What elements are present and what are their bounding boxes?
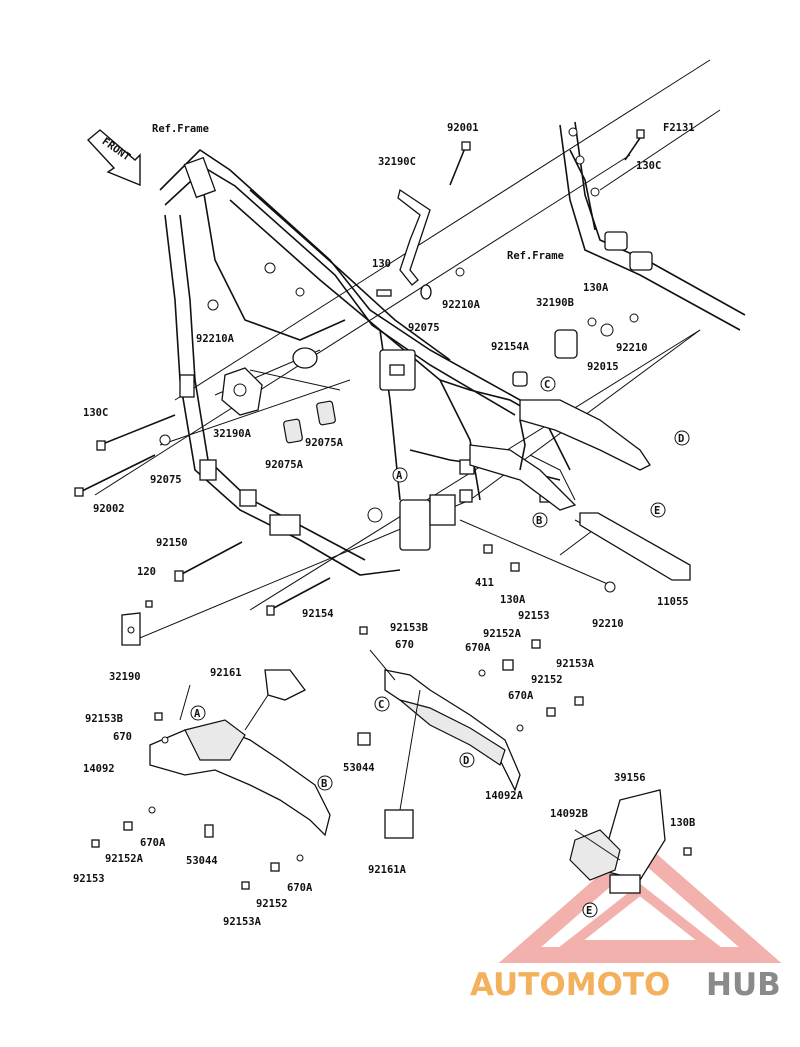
part-32190A: 32190A: [213, 428, 252, 440]
part-92154: 92154: [302, 608, 334, 620]
part-92075A-1: 92075A: [305, 437, 344, 449]
ref-e-bracket: E: [586, 905, 592, 917]
part-11055: 11055: [657, 596, 689, 608]
part-670A-right-2: 670A: [508, 690, 534, 702]
part-92210-mid: 92210: [592, 618, 624, 630]
ref-d-cover: D: [463, 755, 469, 767]
part-670A-right-1: 670A: [465, 642, 491, 654]
ref-a-frame: A: [396, 470, 403, 482]
part-32190B: 32190B: [536, 297, 574, 309]
part-92153-left: 92153: [73, 873, 105, 885]
watermark-logo: [498, 839, 782, 963]
watermark-part2: HUB: [706, 967, 781, 1003]
part-120: 120: [137, 566, 156, 578]
part-670A-left: 670A: [140, 837, 166, 849]
part-92015: 92015: [587, 361, 619, 373]
part-670A-left-2: 670A: [287, 882, 313, 894]
ref-frame-label-left: Ref.Frame: [152, 123, 209, 135]
part-92152A-left: 92152A: [105, 853, 144, 865]
cover-14092: [91, 669, 331, 890]
ref-e-frame: E: [654, 505, 660, 517]
part-53044-left: 53044: [186, 855, 218, 867]
part-92210-top: 92210: [616, 342, 648, 354]
part-130C-top: 130C: [636, 160, 661, 172]
part-32190C: 32190C: [378, 156, 416, 168]
part-92210A-left: 92210A: [196, 333, 235, 345]
part-670-left: 670: [113, 731, 132, 743]
part-92075: 92075: [408, 322, 440, 334]
ref-c-cover: C: [378, 699, 384, 711]
part-130A-top: 130A: [583, 282, 609, 294]
part-411: 411: [475, 577, 494, 589]
part-92161A: 92161A: [368, 864, 407, 876]
cover-14092A: [357, 626, 584, 839]
part-14092: 14092: [83, 763, 115, 775]
bracket-11055: [579, 512, 691, 581]
part-92210A-top: 92210A: [442, 299, 481, 311]
part-92161: 92161: [210, 667, 242, 679]
motorcycle-frame: [159, 148, 571, 576]
ref-frame-label-right: Ref.Frame: [507, 250, 564, 262]
part-53044-right: 53044: [343, 762, 375, 774]
ref-b-cover: B: [321, 778, 327, 790]
part-92002: 92002: [93, 503, 125, 515]
watermark-part1: AUTOMOTO: [470, 967, 670, 1003]
part-130C-left: 130C: [83, 407, 108, 419]
ref-b-frame: B: [536, 515, 542, 527]
part-92152A-right: 92152A: [483, 628, 522, 640]
part-39156: 39156: [614, 772, 646, 784]
ref-a-cover: A: [194, 708, 201, 720]
reference-markers: A B C D E A B C D E: [190, 376, 690, 918]
part-labels: F2131 Ref.Frame Ref.Frame 92001 32190C 1…: [73, 122, 695, 928]
part-92001: 92001: [447, 122, 479, 134]
part-670-right: 670: [395, 639, 414, 651]
swing-arm: [469, 399, 651, 511]
part-130B: 130B: [670, 817, 695, 829]
ref-frame-rear: [559, 109, 746, 331]
fasteners-upper: [74, 129, 645, 646]
watermark-text: AUTOMOTO HUB: [470, 967, 781, 1003]
part-92152-left: 92152: [256, 898, 288, 910]
part-130: 130: [372, 258, 391, 270]
part-92153B-right: 92153B: [390, 622, 428, 634]
bracket-39156: [569, 789, 692, 894]
diagram-code: F2131: [663, 122, 695, 134]
part-92075-left: 92075: [150, 474, 182, 486]
ref-d-frame: D: [678, 433, 684, 445]
part-92153B-left: 92153B: [85, 713, 123, 725]
ref-c-frame: C: [544, 379, 550, 391]
part-92150: 92150: [156, 537, 188, 549]
part-32190: 32190: [109, 671, 141, 683]
part-92075A-2: 92075A: [265, 459, 304, 471]
part-92154A: 92154A: [491, 341, 530, 353]
part-130A-mid: 130A: [500, 594, 526, 606]
part-92152-right: 92152: [531, 674, 563, 686]
part-92153A-right: 92153A: [556, 658, 595, 670]
part-92153A-left: 92153A: [223, 916, 262, 928]
front-arrow-icon: FRONT: [86, 129, 141, 187]
part-14092B: 14092B: [550, 808, 588, 820]
part-14092A: 14092A: [485, 790, 524, 802]
part-92153-right: 92153: [518, 610, 550, 622]
